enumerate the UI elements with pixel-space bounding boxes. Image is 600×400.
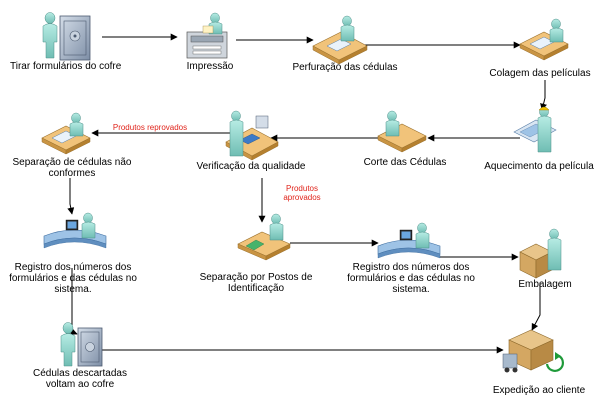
arrow-registro-descartadas bbox=[69, 268, 78, 335]
worker-helmet-icon bbox=[513, 106, 557, 153]
label-separacao-nc: Separação de cédulas não conformes bbox=[12, 157, 132, 179]
arrow-colagem-aquecimento bbox=[540, 80, 547, 111]
arrow-embalagem-expedicao bbox=[531, 283, 541, 331]
desk-worker-icon bbox=[377, 110, 427, 153]
label-descartadas: Cédulas descartadas voltam ao cofre bbox=[33, 368, 127, 390]
label-expedicao: Expedição ao cliente bbox=[492, 385, 586, 396]
label-separacao-postos: Separação por Postos de Identificação bbox=[199, 272, 313, 294]
computer-desk-icon bbox=[43, 212, 107, 249]
label-colagem: Colagem das películas bbox=[489, 68, 591, 79]
printer-icon bbox=[186, 12, 228, 59]
inspection-icon bbox=[225, 110, 279, 161]
shipping-icon bbox=[502, 329, 564, 373]
label-aquecimento: Aquecimento da película bbox=[484, 161, 594, 172]
label-perfuracao: Perfuração das cédulas bbox=[292, 62, 398, 73]
safe-icon bbox=[60, 322, 103, 367]
annotation-aprovados: Produtos aprovados bbox=[283, 184, 321, 202]
label-registro-1: Registro dos números dos formulários e d… bbox=[9, 262, 137, 295]
packaging-icon bbox=[519, 228, 562, 279]
arrow-separacao-nc-registro bbox=[67, 178, 75, 215]
label-verificacao: Verificação da qualidade bbox=[196, 161, 306, 172]
annotation-reprovados: Produtos reprovados bbox=[112, 123, 188, 132]
safe-icon bbox=[42, 12, 91, 61]
computer-desk-icon bbox=[377, 222, 441, 259]
label-impressao: Impressão bbox=[186, 61, 234, 72]
desk-worker-icon bbox=[312, 15, 368, 65]
label-corte: Corte das Cédulas bbox=[363, 157, 447, 168]
desk-worker-icon bbox=[41, 112, 91, 155]
label-tirar: Tirar formulários do cofre bbox=[10, 61, 122, 72]
label-embalagem: Embalagem bbox=[518, 279, 572, 290]
desk-worker-icon bbox=[519, 18, 569, 61]
connectors bbox=[67, 33, 547, 354]
label-registro-2: Registro dos números dos formulários e d… bbox=[347, 262, 475, 295]
desk-worker-icon bbox=[237, 213, 291, 261]
